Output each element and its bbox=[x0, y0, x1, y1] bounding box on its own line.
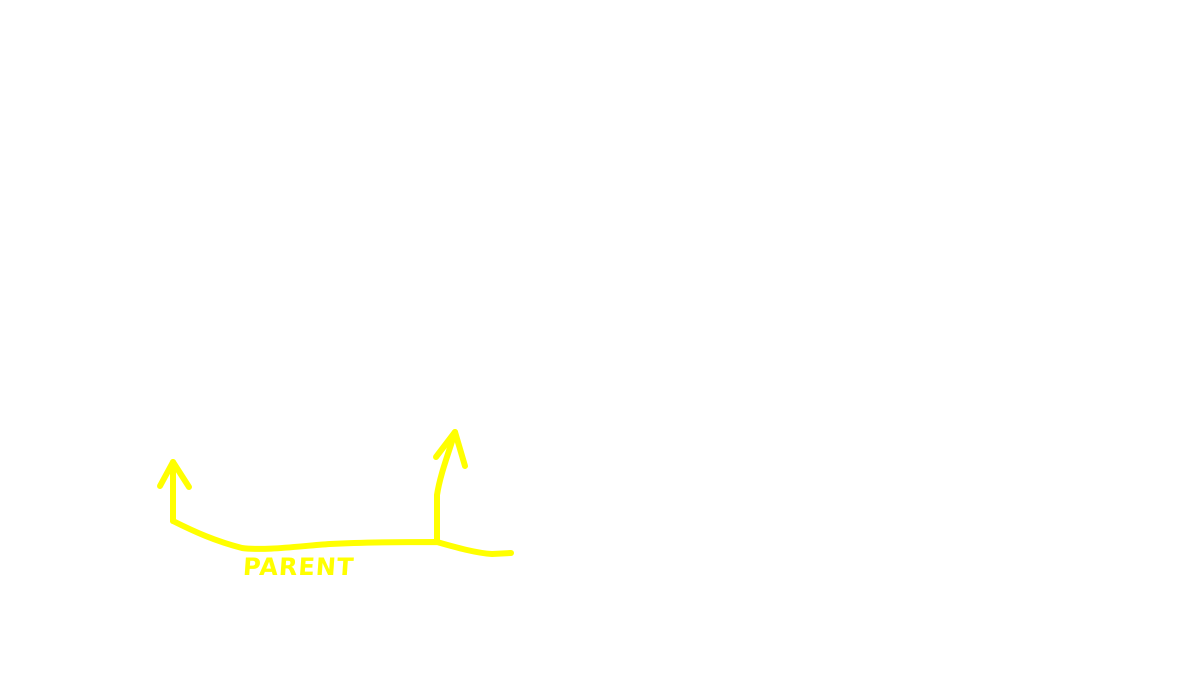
parent-label: PARENT bbox=[242, 553, 356, 581]
left-arrow-head-icon bbox=[157, 459, 192, 490]
parent-line bbox=[170, 518, 514, 557]
right-arrow-head-icon bbox=[433, 429, 468, 469]
